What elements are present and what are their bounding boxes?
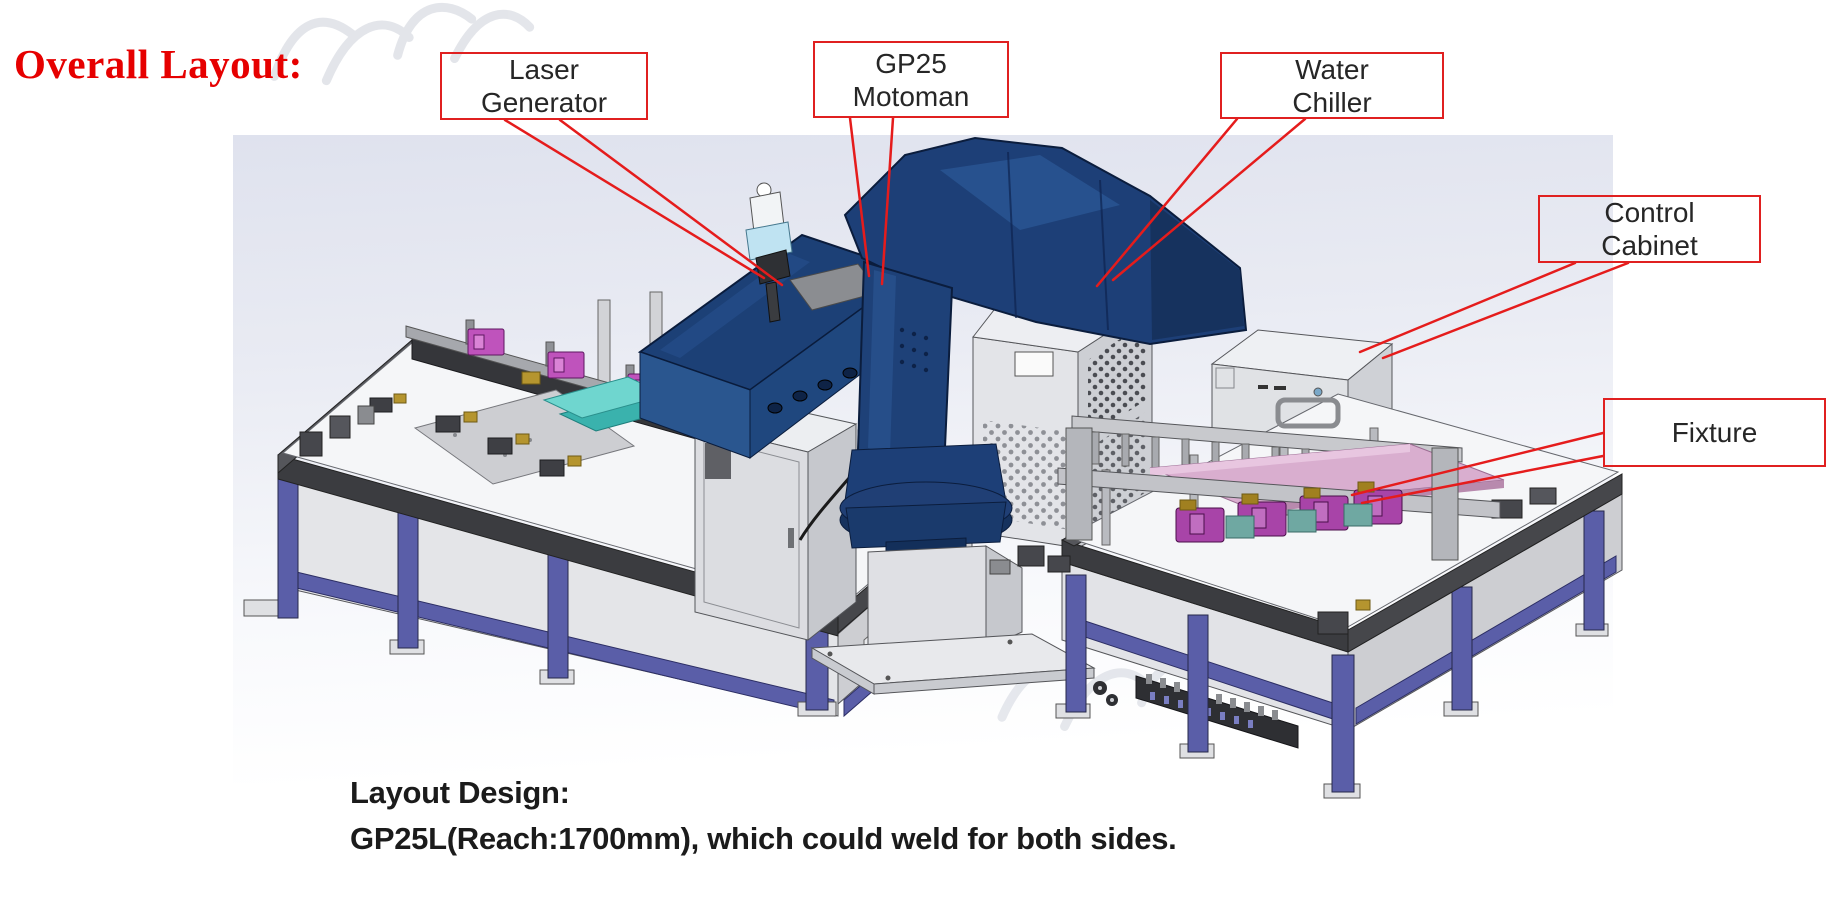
callout-water-chiller-line2: Chiller (1292, 86, 1372, 118)
callout-laser-generator-line1: Laser (508, 54, 580, 85)
fixture-assembly (1057, 397, 1505, 561)
callout-gp25-motoman-line1: GP25 (875, 47, 947, 79)
callout-control-cabinet-line2: Cabinet (1601, 230, 1698, 261)
callout-fixture-line1: Fixture (1671, 417, 1758, 448)
leader-laser-generator (503, 118, 784, 287)
callout-gp25-motoman-line2: Motoman (852, 80, 970, 112)
leader-fixture (1350, 431, 1605, 505)
robot-pedestal (810, 545, 1096, 695)
layout-design-title: Layout Design: (350, 775, 570, 810)
robot-gp25 (798, 136, 1248, 559)
layout-design-detail: GP25L(Reach:1700mm), which could weld fo… (350, 821, 1177, 856)
page-title: Overall Layout: (14, 41, 303, 87)
callout-laser-generator-line2: Generator (480, 87, 608, 118)
callout-control-cabinet: Control Cabinet (1538, 195, 1761, 263)
leader-control-cabinet (1358, 261, 1630, 360)
leader-gp25-motoman (848, 116, 895, 286)
callout-water-chiller: Water Chiller (1220, 52, 1444, 119)
callout-control-cabinet-line1: Control (1604, 197, 1695, 228)
leader-water-chiller (1095, 117, 1307, 288)
welding-head (745, 182, 881, 323)
callout-water-chiller-line1: Water (1295, 53, 1369, 85)
callout-gp25-motoman: GP25 Motoman (813, 41, 1009, 118)
callout-fixture: Fixture (1603, 398, 1826, 467)
callout-laser-generator: Laser Generator (440, 52, 648, 120)
layout-design-note: Layout Design: GP25L(Reach:1700mm), whic… (350, 770, 1177, 862)
